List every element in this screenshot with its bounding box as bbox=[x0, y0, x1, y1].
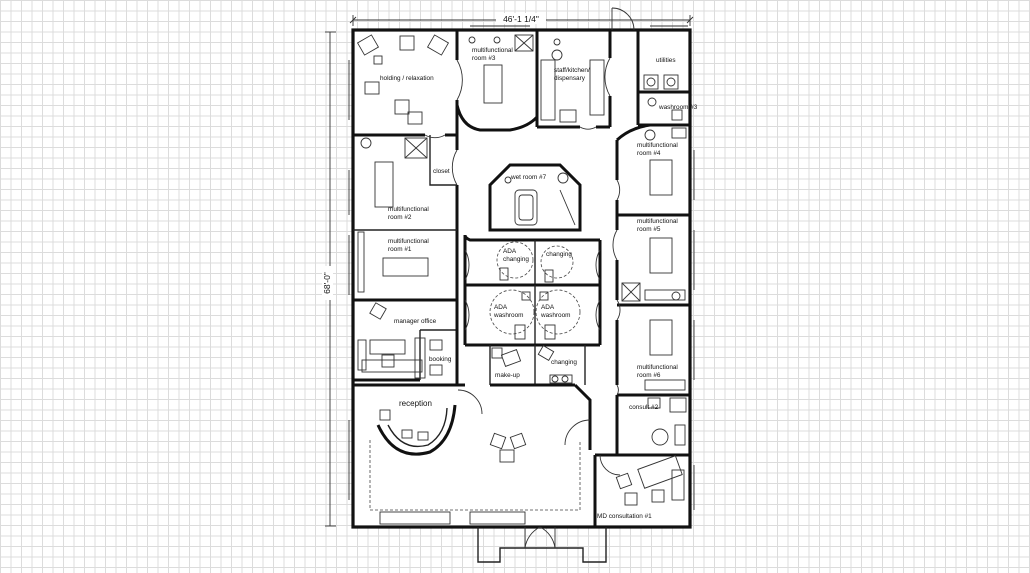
label-mf2-a: multifunctional bbox=[388, 206, 429, 213]
label-makeup: make-up bbox=[495, 372, 520, 379]
label-mf2-b: room #2 bbox=[388, 214, 412, 221]
label-ada-wash2-a: ADA bbox=[541, 304, 555, 311]
label-closet: closet bbox=[433, 168, 450, 175]
label-mf4-b: room #4 bbox=[637, 150, 661, 157]
label-utilities: utilities bbox=[656, 57, 676, 64]
furniture bbox=[356, 34, 687, 506]
label-mf3-a: multifunctional bbox=[472, 47, 513, 54]
label-changing1: changing bbox=[546, 251, 572, 258]
width-label: 46'-1 1/4" bbox=[503, 14, 539, 24]
label-mf5-a: multifunctional bbox=[637, 218, 678, 225]
label-changing2: changing bbox=[551, 359, 577, 366]
label-staff-a: staff/kitchen/ bbox=[554, 67, 590, 74]
label-ada-changing-b: changing bbox=[503, 256, 529, 263]
label-mf4-a: multifunctional bbox=[637, 142, 678, 149]
label-mf6-b: room #6 bbox=[637, 372, 661, 379]
label-wetroom: wet room #7 bbox=[510, 174, 547, 181]
label-mf3-b: room #3 bbox=[472, 55, 496, 62]
label-booking: booking bbox=[429, 356, 452, 363]
interior-walls bbox=[353, 30, 690, 527]
dimension-height: 68'-0" bbox=[322, 31, 336, 527]
label-holding: holding / relaxation bbox=[380, 75, 434, 82]
label-manager: manager office bbox=[394, 318, 437, 325]
label-mf5-b: room #5 bbox=[637, 226, 661, 233]
label-ada-wash2-b: washroom bbox=[540, 312, 570, 319]
doors bbox=[424, 57, 621, 476]
label-consult2: consult #2 bbox=[629, 404, 659, 411]
room-labels: holding / relaxation multifunctional roo… bbox=[380, 47, 698, 520]
height-label: 68'-0" bbox=[322, 272, 332, 294]
dimension-width: 46'-1 1/4" bbox=[349, 13, 694, 26]
label-ada-wash1-b: washroom bbox=[493, 312, 523, 319]
label-staff-b: dispensary bbox=[554, 75, 586, 82]
label-reception: reception bbox=[399, 399, 432, 408]
label-ada-wash1-a: ADA bbox=[494, 304, 508, 311]
label-mf1-b: room #1 bbox=[388, 246, 412, 253]
label-mf6-a: multifunctional bbox=[637, 364, 678, 371]
label-ada-changing-a: ADA bbox=[503, 248, 517, 255]
label-washroom3: washroom #3 bbox=[658, 104, 698, 111]
label-md-consult: MD consultation #1 bbox=[597, 513, 652, 520]
label-mf1-a: multifunctional bbox=[388, 238, 429, 245]
